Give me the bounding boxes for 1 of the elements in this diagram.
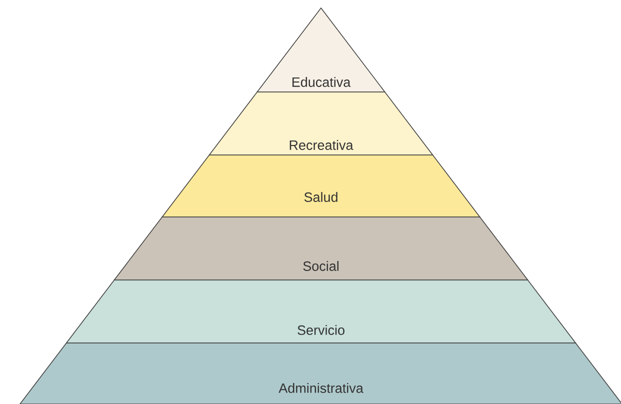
pyramid-layer: Servicio (66, 280, 576, 344)
